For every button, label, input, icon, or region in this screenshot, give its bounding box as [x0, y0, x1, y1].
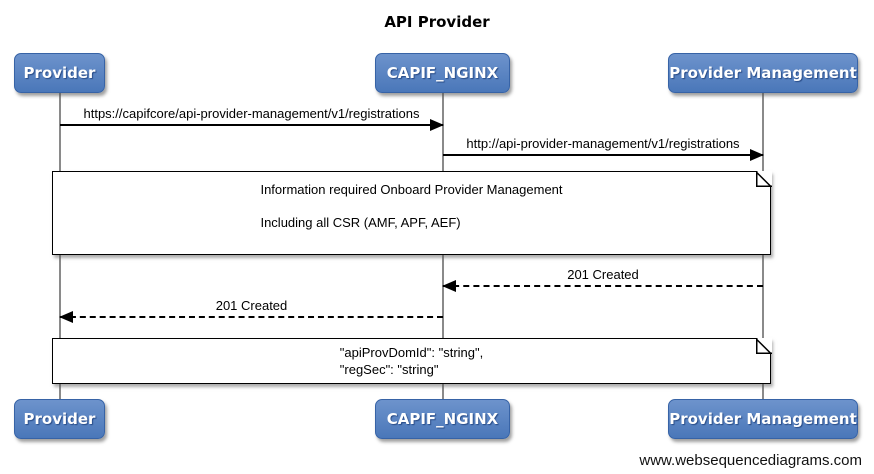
note-onboard-info: Information required Onboard Provider Ma…	[52, 170, 772, 255]
arrowhead-right-icon	[750, 149, 764, 161]
note-fold-icon	[755, 170, 772, 187]
note-line: Including all CSR (AMF, APF, AEF)	[260, 215, 461, 230]
message-registrations-https: https://capifcore/api-provider-managemen…	[60, 105, 444, 131]
message-return-line	[59, 311, 443, 323]
arrowhead-right-icon	[430, 119, 444, 131]
note-line: "apiProvDomId": "string",	[339, 345, 484, 360]
message-label: http://api-provider-management/v1/regist…	[466, 136, 740, 151]
note-body: "apiProvDomId": "string", "regSec": "str…	[53, 339, 770, 378]
actor-box-capif-nginx-bottom: CAPIF_NGINX	[375, 399, 510, 439]
actor-label: CAPIF_NGINX	[386, 410, 499, 428]
message-label: 201 Created	[567, 267, 639, 282]
message-label: https://capifcore/api-provider-managemen…	[83, 106, 420, 121]
actor-label: CAPIF_NGINX	[386, 64, 499, 82]
actor-box-provider-bottom: Provider	[14, 399, 105, 439]
actor-label: Provider	[23, 410, 96, 428]
actor-label: Provider	[23, 64, 96, 82]
message-arrow-line	[60, 119, 444, 131]
note-line: Information required Onboard Provider Ma…	[260, 182, 563, 197]
message-label: 201 Created	[215, 298, 288, 313]
note-fold-icon	[755, 337, 772, 354]
websequencediagrams-attribution: www.websequencediagrams.com	[639, 452, 862, 469]
diagram-title: API Provider	[384, 13, 490, 31]
message-return-line	[442, 280, 763, 292]
message-registrations-http: http://api-provider-management/v1/regist…	[443, 135, 764, 161]
note-response-body: "apiProvDomId": "string", "regSec": "str…	[52, 337, 772, 384]
note-line: "regSec": "string"	[339, 362, 439, 377]
actor-label: Provider Management	[669, 410, 857, 428]
actor-box-provider-top: Provider	[14, 53, 105, 93]
actor-label: Provider Management	[669, 64, 857, 82]
message-arrow-line	[443, 149, 764, 161]
arrowhead-left-icon	[59, 311, 73, 323]
actor-box-capif-nginx-top: CAPIF_NGINX	[375, 53, 510, 93]
arrowhead-left-icon	[442, 280, 456, 292]
actor-box-provider-management-bottom: Provider Management	[668, 399, 858, 439]
message-201-created-capif-to-provider: 201 Created	[59, 297, 443, 323]
note-body: Information required Onboard Provider Ma…	[53, 172, 770, 231]
message-201-created-pm-to-capif: 201 Created	[442, 266, 763, 292]
actor-box-provider-management-top: Provider Management	[668, 53, 858, 93]
